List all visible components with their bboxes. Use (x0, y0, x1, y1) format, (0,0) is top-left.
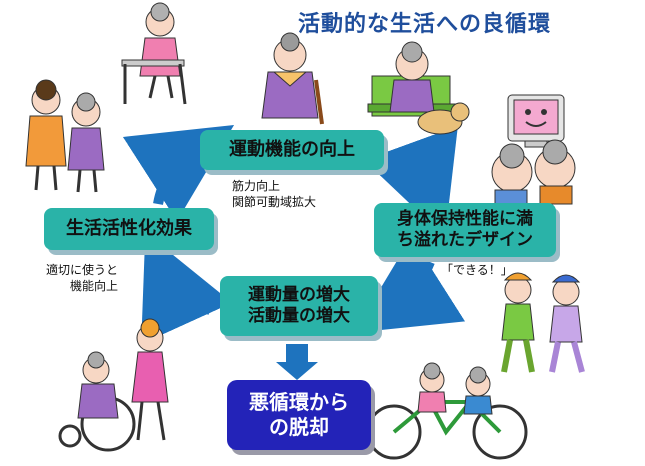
tandem-bicycle-illustration (366, 362, 528, 460)
caregiver-pair-illustration (25, 79, 105, 193)
box-body-design: 身体保持性能に満ち溢れたデザイン (374, 203, 556, 257)
box-activation: 生活活性化効果 (44, 208, 214, 250)
arrow-down-to-escape (276, 344, 318, 380)
arrow-motor-to-design (363, 125, 458, 237)
arrow-activation-to-motor (122, 124, 235, 222)
note-can-do: 「できる！」 (441, 263, 513, 277)
elderly-couple-heads-illustration (491, 139, 576, 205)
arrow-activity-to-activation (141, 232, 233, 345)
box-activity-increase-label: 運動量の増大 活動量の増大 (248, 284, 350, 326)
arrow-design-to-activity (353, 236, 466, 333)
diagram-title: 活動的な生活への良循環 (298, 12, 552, 37)
box-motor-function: 運動機能の向上 (200, 130, 384, 170)
note-activation: 適切に使うと 機能向上 (46, 263, 119, 294)
note-motor-function: 筋力向上 関節可動域拡大 (232, 179, 317, 210)
elderly-cane-illustration (261, 32, 324, 125)
box-escape-vicious-cycle: 悪循環から の脱却 (227, 380, 371, 450)
box-activity-increase: 運動量の増大 活動量の増大 (220, 276, 378, 336)
box-activation-label: 生活活性化効果 (66, 217, 192, 239)
elderly-bench-dog-illustration (367, 41, 470, 135)
box-motor-function-label: 運動機能の向上 (229, 138, 355, 160)
box-escape-label: 悪循環から の脱却 (249, 390, 349, 439)
computer-illustration (507, 94, 565, 148)
box-body-design-label: 身体保持性能に満ち溢れたデザイン (397, 208, 533, 250)
elderly-walker-illustration (121, 2, 187, 105)
wheelchair-illustration (58, 318, 169, 452)
elderly-walkers-illustration (501, 272, 585, 373)
